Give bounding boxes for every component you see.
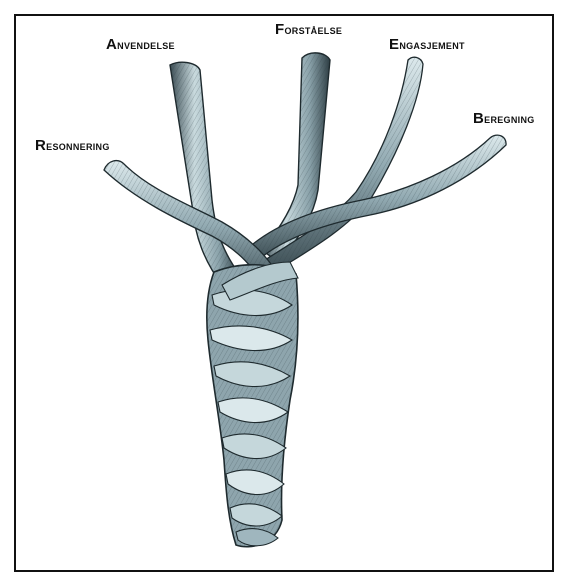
label-resonnering: Resonnering (35, 137, 110, 154)
braid-trunk (207, 262, 298, 547)
label-beregning: Beregning (473, 110, 535, 127)
label-engasjement: Engasjement (389, 36, 465, 53)
label-anvendelse: Anvendelse (106, 36, 175, 53)
label-forstaaelse: Forståelse (275, 21, 342, 38)
